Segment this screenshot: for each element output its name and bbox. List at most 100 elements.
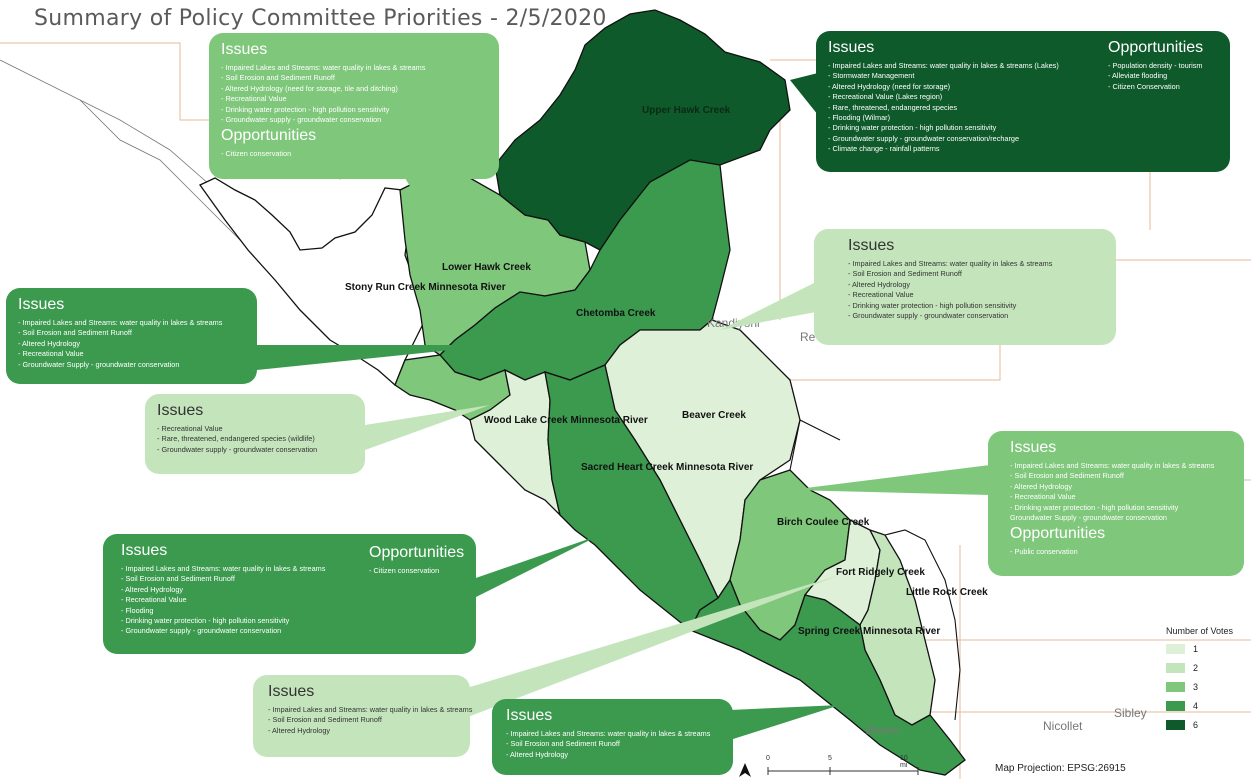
label-birch-coulee: Birch Coulee Creek [777,517,870,528]
callout-wood-lake: Issues - Recreational Value - Rare, thre… [145,394,365,474]
callout-birch-coulee-issues-heading: Issues [1010,439,1057,456]
issue-item: - Altered Hydrology [121,584,184,594]
issue-item: - Drinking water protection - high pollu… [828,123,997,133]
issue-item: - Impaired Lakes and Streams: water qual… [268,705,473,714]
issue-item: - Drinking water protection - high pollu… [221,104,390,114]
callout-upper-hawk-opportunities: - Population density - tourism - Allevia… [1108,61,1203,92]
legend-swatch [1166,700,1185,711]
callout-birch-coulee-issues: - Impaired Lakes and Streams: water qual… [1010,461,1232,523]
legend-swatch [1166,681,1185,692]
issue-item: - Impaired Lakes and Streams: water qual… [848,259,1053,268]
pointer-sacred-heart [470,535,600,600]
issue-item: - Impaired Lakes and Streams: water qual… [506,729,711,738]
opportunity-item: - Citizen Conservation [1108,81,1180,91]
issue-item: - Altered Hydrology [848,279,911,289]
opportunity-item: - Population density - tourism [1108,61,1203,70]
issue-item: - Altered Hydrology [1010,481,1073,491]
legend-label: 1 [1193,643,1199,654]
issue-item: - Stormwater Management [828,71,915,81]
issue-item: - Soil Erosion and Sediment Runoff [506,739,620,749]
place-nicollet: Nicollet [1043,719,1083,733]
callout-upper-hawk-issues: - Impaired Lakes and Streams: water qual… [828,61,1218,155]
issue-item: - Drinking water protection - high pollu… [848,300,1017,310]
callout-upper-hawk-opportunities-heading: Opportunities [1108,39,1204,56]
callout-sacred-heart-opportunities-heading: Opportunities [369,544,465,561]
issue-item: - Drinking water protection - high pollu… [1010,502,1179,512]
callout-birch-coulee-opportunities: - Public conservation [1010,547,1232,557]
pointer-chetomba [257,345,500,370]
issue-item: - Recreational Value [848,290,914,300]
callout-lower-hawk-issues-heading: Issues [221,41,268,58]
label-fort-ridgely: Fort Ridgely Creek [836,567,925,578]
pointer-spring [730,705,840,740]
issue-item: - Drinking water protection - high pollu… [121,616,290,626]
label-wood-lake: Wood Lake Creek Minnesota River [484,415,648,426]
callout-spring: Issues - Impaired Lakes and Streams: wat… [492,699,733,775]
callout-sacred-heart-issues-heading: Issues [121,542,168,559]
label-chetomba: Chetomba Creek [576,308,656,319]
callout-chetomba: Issues - Impaired Lakes and Streams: wat… [6,288,257,384]
issue-item: - Groundwater supply - groundwater conse… [157,444,318,454]
legend-label: 3 [1193,681,1199,692]
issue-item: - Soil Erosion and Sediment Runoff [221,73,335,83]
issue-item: - Recreational Value [121,595,187,605]
issue-item: - Recreational Value [1010,492,1076,502]
callout-spring-issues: - Impaired Lakes and Streams: water qual… [506,729,721,760]
legend-swatch [1166,643,1185,654]
opportunity-item: - Public conservation [1010,547,1078,557]
pointer-birch-coulee [790,465,990,495]
legend-title: Number of Votes [1166,626,1234,636]
place-brown: Brown [866,723,901,737]
callout-sacred-heart: Issues - Impaired Lakes and Streams: wat… [103,534,476,654]
issue-item: - Altered Hydrology [268,725,331,735]
callout-chetomba-issues: - Impaired Lakes and Streams: water qual… [18,318,245,370]
issue-item: - Impaired Lakes and Streams: water qual… [221,63,426,72]
place-sibley: Sibley [1114,706,1147,720]
issue-item: - Soil Erosion and Sediment Runoff [121,574,235,584]
issue-item: - Rare, threatened, endangered species [828,102,957,112]
callout-beaver: Issues - Impaired Lakes and Streams: wat… [814,229,1116,345]
callout-beaver-issues-heading: Issues [848,237,895,254]
callout-wood-lake-issues: - Recreational Value - Rare, threatened,… [157,424,353,455]
label-little-rock: Little Rock Creek [906,587,988,598]
issue-item: - Soil Erosion and Sediment Runoff [1010,471,1124,481]
issue-item: - Climate change - rainfall patterns [828,144,940,154]
callout-chetomba-issues-heading: Issues [18,296,65,313]
callout-birch-coulee: Issues - Impaired Lakes and Streams: wat… [988,431,1244,576]
issue-item: - Altered Hydrology (need for storage) [828,81,951,91]
label-beaver: Beaver Creek [682,410,746,421]
issue-item: - Soil Erosion and Sediment Runoff [268,715,382,725]
callout-beaver-issues: - Impaired Lakes and Streams: water qual… [848,259,1104,321]
legend-item: 2 [1166,658,1233,677]
callout-fort-ridgely: Issues - Impaired Lakes and Streams: wat… [253,675,473,757]
callout-fort-ridgely-issues-heading: Issues [268,683,315,700]
place-renville: Re [800,330,816,344]
issue-item: - Flooding (Wilmar) [828,113,891,123]
issue-item: - Groundwater supply - groundwater conse… [848,311,1009,321]
opportunity-item: - Citizen conservation [221,149,292,159]
issue-item: - Altered Hydrology [506,749,569,759]
label-upper-hawk: Upper Hawk Creek [642,105,731,116]
label-stony-run: Stony Run Creek Minnesota River [345,282,506,293]
opportunity-item: - Citizen conservation [369,566,440,575]
issue-item: Groundwater Supply - groundwater conserv… [1010,513,1167,523]
issue-item: - Soil Erosion and Sediment Runoff [848,269,962,279]
callout-fort-ridgely-issues: - Impaired Lakes and Streams: water qual… [268,705,473,736]
legend-item: 3 [1166,677,1233,696]
issue-item: - Flooding [121,605,154,615]
callout-spring-issues-heading: Issues [506,707,553,724]
pointer-fort-ridgely [460,575,840,720]
issue-item: - Groundwater supply - groundwater conse… [121,626,282,636]
callout-birch-coulee-opportunities-heading: Opportunities [1010,525,1106,543]
issue-item: - Groundwater Supply - groundwater conse… [18,359,180,369]
label-spring: Spring Creek Minnesota River [798,626,941,637]
callout-lower-hawk-issues: - Impaired Lakes and Streams: water qual… [221,63,487,125]
issue-item: - Recreational Value [157,424,223,433]
issue-item: - Impaired Lakes and Streams: water qual… [18,318,223,327]
issue-item: - Impaired Lakes and Streams: water qual… [828,61,1059,70]
legend-item: 1 [1166,639,1233,658]
scale-bar-line [767,767,919,775]
callout-upper-hawk: Issues - Impaired Lakes and Streams: wat… [816,31,1230,172]
label-lower-hawk: Lower Hawk Creek [442,262,531,273]
